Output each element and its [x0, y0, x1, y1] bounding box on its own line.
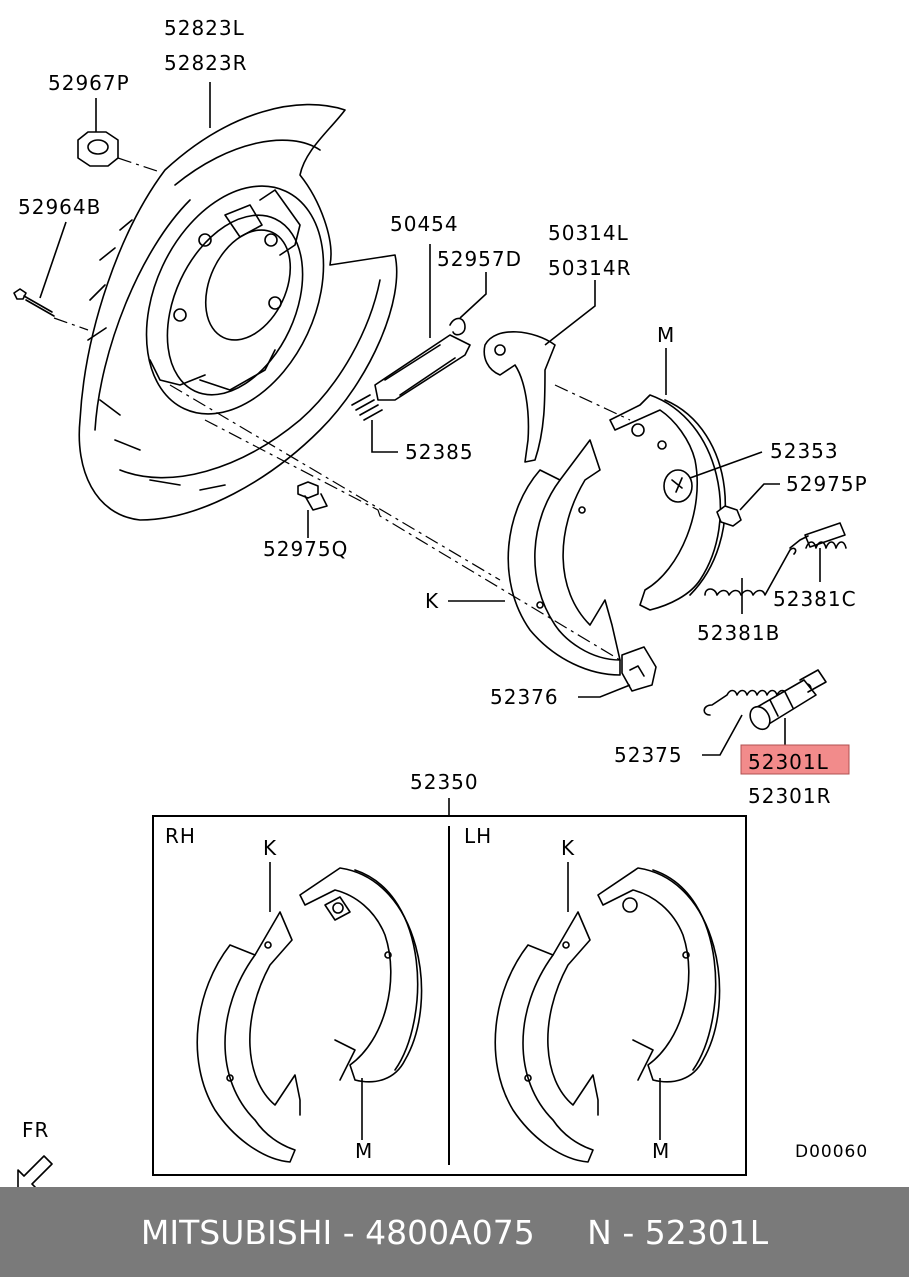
backing-plate: [78, 103, 398, 521]
label-52301l: 52301L: [748, 750, 829, 774]
label-m-rh: M: [355, 1139, 373, 1163]
plate-52353: [663, 469, 693, 503]
label-52975q: 52975Q: [263, 537, 348, 561]
nut-52967p: [77, 131, 119, 167]
bolt-52975q: [297, 481, 328, 511]
footer-brand: MITSUBISHI: [140, 1212, 333, 1252]
assembly-line: [204, 419, 621, 661]
label-52353: 52353: [770, 439, 839, 463]
assembly-line: [554, 384, 631, 421]
lever-50454: [374, 317, 471, 401]
brake-shoe-m: [609, 394, 727, 611]
footer-bar: MITSUBISHI - 4800A075 N - 52301L: [0, 1187, 909, 1277]
label-52350: 52350: [410, 770, 479, 794]
brake-shoe-k: [507, 439, 621, 676]
parts-diagram: 52823L 52823R 52967P 52964B 50454 52957D…: [13, 16, 868, 1187]
label-m-lh: M: [652, 1139, 670, 1163]
adjuster-52301l: [749, 669, 827, 731]
footer-ref: N - 52301L: [587, 1212, 769, 1252]
rh-shoe-pair: [196, 862, 423, 1163]
label-52301r: 52301R: [748, 784, 832, 808]
label-fr: FR: [22, 1118, 49, 1142]
label-52823l: 52823L: [164, 16, 245, 40]
assembly-line: [169, 384, 501, 581]
label-lh: LH: [464, 824, 492, 848]
highlight-box: [740, 744, 850, 775]
front-arrow-icon: [17, 1155, 53, 1187]
drawing-code: D00060: [795, 1142, 868, 1162]
footer-separator: -: [332, 1212, 366, 1252]
assembly-line: [117, 157, 161, 173]
label-52376: 52376: [490, 685, 559, 709]
label-52964b: 52964B: [18, 195, 101, 219]
leader-lines: [39, 82, 821, 756]
bolt-52975p: [716, 505, 742, 527]
shoe-set-box: [152, 815, 747, 1176]
label-52823r: 52823R: [164, 51, 248, 75]
label-k-lh: K: [561, 836, 575, 860]
label-k-top: K: [425, 589, 439, 613]
label-rh: RH: [165, 824, 196, 848]
bolt-52964b: [13, 288, 55, 317]
label-50314l: 50314L: [548, 221, 629, 245]
label-52967p: 52967P: [48, 71, 130, 95]
label-52381b: 52381B: [697, 621, 780, 645]
label-52975p: 52975P: [786, 472, 868, 496]
label-m-top: M: [657, 323, 675, 347]
footer-gap: [535, 1213, 587, 1252]
label-k-rh: K: [263, 836, 277, 860]
spring-52381c: [789, 522, 847, 549]
plate-52376: [621, 646, 657, 692]
spring-52381b: [704, 547, 797, 596]
assembly-line: [53, 317, 89, 331]
footer-part-number: 4800A075: [365, 1212, 535, 1252]
label-52381c: 52381C: [773, 587, 857, 611]
label-52375: 52375: [614, 743, 683, 767]
label-52385: 52385: [405, 440, 474, 464]
label-50314r: 50314R: [548, 256, 632, 280]
lh-shoe-pair: [494, 862, 721, 1163]
label-50454: 50454: [390, 212, 459, 236]
clip-52385: [351, 394, 383, 421]
parking-lever-50314: [483, 331, 556, 463]
label-52957d: 52957D: [437, 247, 522, 271]
